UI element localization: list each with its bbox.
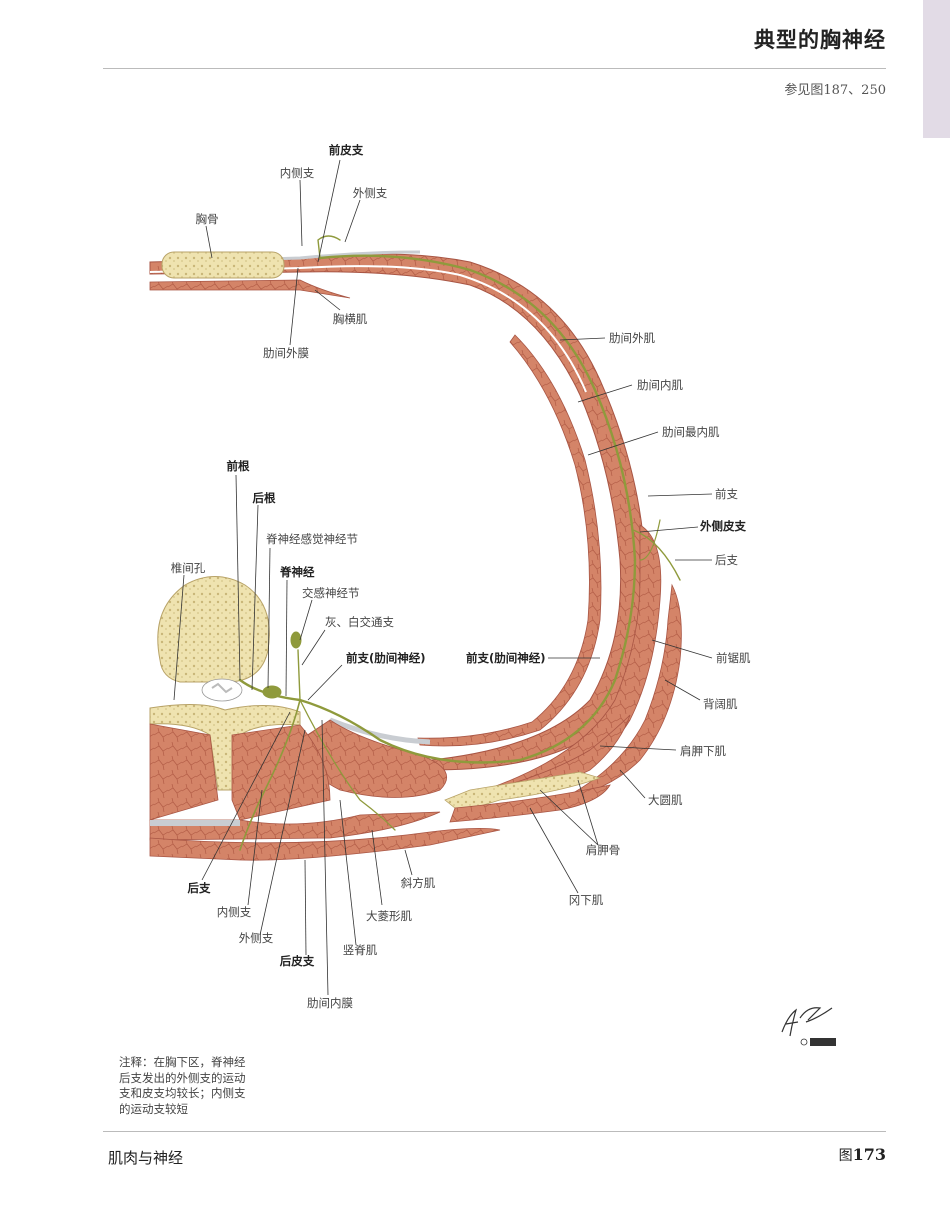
label-ventral-root: 前根 — [227, 459, 250, 473]
note-line: 支和皮支均较长；内侧支 — [119, 1086, 246, 1100]
figure-number: 图173 — [839, 1145, 886, 1165]
nerve-paths — [238, 235, 681, 851]
chest-wall — [149, 250, 647, 771]
header-divider — [103, 68, 886, 69]
see-also-reference[interactable]: 参见图187、250 — [784, 83, 886, 98]
label-latissimus-dorsi: 背阔肌 — [703, 697, 738, 711]
figure-prefix: 图 — [838, 1148, 853, 1164]
label-subscapularis: 肩胛下肌 — [680, 744, 726, 758]
label-posterior-cutaneous-branch: 后皮支 — [280, 954, 315, 968]
label-dorsal-root: 后根 — [253, 491, 276, 505]
artist-signature-logo — [781, 1007, 836, 1046]
label-anterior-branch-right: 前支 — [715, 487, 738, 501]
label-sympathetic-ganglion: 交感神经节 — [302, 586, 360, 600]
section-title: 肌肉与神经 — [108, 1149, 184, 1167]
back-muscles — [299, 524, 682, 823]
note-line: 后支发出的外侧支的运动 — [119, 1070, 246, 1085]
label-lateral-cutaneous-branch: 外侧皮支 — [699, 519, 746, 533]
label-scapula: 肩胛骨 — [586, 843, 621, 857]
label-internal-intercostal: 肋间内肌 — [637, 378, 683, 392]
label-infraspinatus: 冈下肌 — [569, 893, 604, 907]
note-line: 的运动支较短 — [119, 1101, 188, 1116]
label-ventral-ramus-mid: 前支(肋间神经) — [466, 651, 546, 665]
note-line: 注释：在胸下区，脊神经 — [119, 1055, 246, 1069]
figure-number-value: 173 — [852, 1145, 886, 1164]
sternum-bone — [149, 251, 351, 299]
label-sternum: 胸骨 — [196, 212, 219, 226]
label-ventral-ramus-left: 前支(肋间神经) — [346, 651, 426, 665]
label-lateral-branch-top: 外侧支 — [353, 186, 388, 200]
label-external-intercostal: 肋间外肌 — [609, 331, 655, 345]
label-spinal-nerve: 脊神经 — [279, 565, 315, 579]
chapter-tab — [923, 0, 950, 138]
label-spinal-ganglion: 脊神经感觉神经节 — [266, 532, 358, 546]
label-medial-branch-top: 内侧支 — [280, 166, 315, 180]
label-rhomboid-major: 大菱形肌 — [366, 909, 412, 923]
label-medial-branch-bottom: 内侧支 — [217, 905, 252, 919]
label-posterior-branch-right: 后支 — [715, 553, 738, 567]
label-posterior-branch-left: 后支 — [188, 881, 211, 895]
label-teres-major: 大圆肌 — [648, 793, 683, 807]
label-anterior-cutaneous-branch: 前皮支 — [329, 143, 364, 157]
label-external-intercostal-membrane: 肋间外膜 — [263, 346, 309, 360]
label-intervertebral-foramen: 椎间孔 — [171, 561, 206, 575]
label-erector-spinae: 竖脊肌 — [343, 943, 378, 957]
footer-divider — [103, 1131, 886, 1132]
label-internal-intercostal-membrane: 肋间内膜 — [307, 996, 353, 1010]
label-serratus-anterior: 前锯肌 — [716, 651, 751, 665]
footnote: 注释：在胸下区，脊神经 后支发出的外侧支的运动 支和皮支均较长；内侧支 的运动支… — [119, 1055, 269, 1117]
leader-lines — [173, 159, 713, 996]
label-trapezius: 斜方肌 — [401, 876, 436, 890]
label-transversus-thoracis: 胸横肌 — [333, 312, 368, 326]
label-lateral-branch-bottom: 外侧支 — [239, 931, 274, 945]
page-title: 典型的胸神经 — [754, 28, 886, 52]
label-rami-communicantes: 灰、白交通支 — [325, 615, 394, 629]
label-innermost-intercostal: 肋间最内肌 — [662, 425, 720, 439]
